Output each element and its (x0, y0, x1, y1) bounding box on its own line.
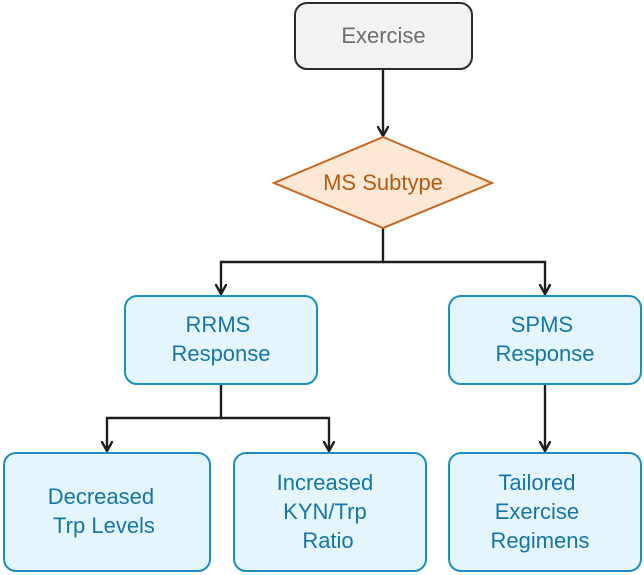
node-exercise: Exercise (294, 2, 473, 70)
node-increased-kyn-line-2: KYN/Trp (283, 499, 367, 524)
node-rrms-response-line-2: Response (171, 341, 270, 366)
node-tailored-exercise-line-1: Tailored (498, 470, 575, 495)
node-increased-kyn-line-3: Ratio (302, 528, 353, 553)
node-decreased-trp-shape (3, 452, 211, 572)
node-increased-kyn-label: Increased KYN/Trp Ratio (277, 470, 380, 553)
edge-ms-subtype-to-rrms-response (221, 228, 385, 294)
node-rrms-response: RRMS Response (124, 295, 318, 385)
node-increased-kyn-line-1: Increased (277, 470, 374, 495)
edge-rrms-response-to-decreased-trp (107, 384, 223, 451)
node-exercise-shape (294, 2, 473, 70)
connectors (107, 69, 545, 451)
edge-ms-subtype-to-spms-response (383, 260, 545, 294)
node-tailored-exercise-line-2: Exercise (495, 499, 579, 524)
node-decreased-trp-line-2: Trp Levels (53, 513, 155, 538)
node-tailored-exercise: Tailored Exercise Regimens (448, 452, 642, 572)
node-ms-subtype: MS Subtype (271, 135, 495, 230)
node-rrms-response-shape (124, 295, 318, 385)
node-tailored-exercise-line-3: Regimens (490, 528, 589, 553)
node-ms-subtype-label: MS Subtype (323, 170, 443, 195)
node-spms-response-line-2: Response (495, 341, 594, 366)
node-decreased-trp-label: Decreased Trp Levels (48, 484, 161, 538)
node-spms-response-label: SPMS Response (495, 312, 594, 366)
node-spms-response-shape (448, 295, 642, 385)
node-tailored-exercise-shape (448, 452, 642, 572)
node-increased-kyn: Increased KYN/Trp Ratio (233, 452, 427, 572)
node-rrms-response-line-1: RRMS (186, 312, 251, 337)
node-decreased-trp: Decreased Trp Levels (3, 452, 211, 572)
node-increased-kyn-shape (233, 452, 427, 572)
edge-rrms-response-to-increased-kyn (221, 416, 329, 451)
node-rrms-response-label: RRMS Response (171, 312, 270, 366)
node-exercise-line-1: Exercise (341, 23, 425, 48)
node-ms-subtype-shape (271, 135, 495, 230)
node-spms-response-line-1: SPMS (511, 312, 573, 337)
node-ms-subtype-line-1: MS Subtype (323, 170, 443, 195)
node-exercise-label: Exercise (341, 23, 425, 48)
node-decreased-trp-line-1: Decreased (48, 484, 154, 509)
node-spms-response: SPMS Response (448, 295, 642, 385)
node-tailored-exercise-label: Tailored Exercise Regimens (490, 470, 589, 553)
